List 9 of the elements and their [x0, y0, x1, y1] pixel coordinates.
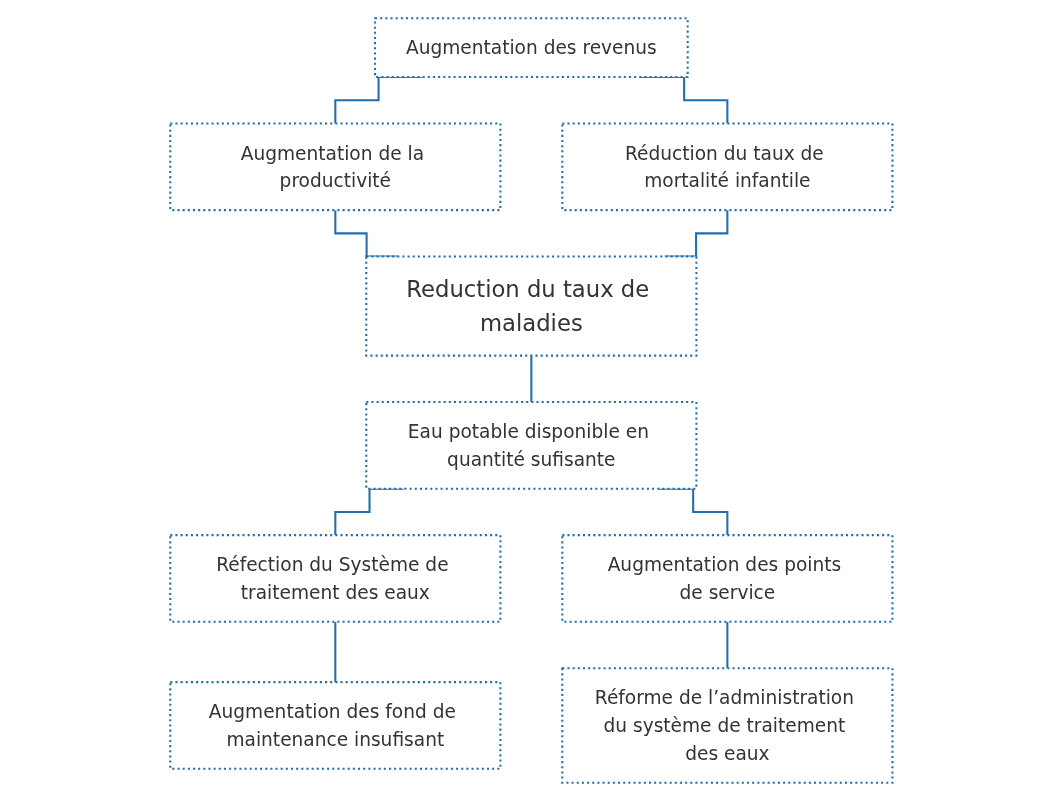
- node-box: Réduction du taux de mortalité infantile: [561, 122, 894, 212]
- node-box: Eau potable disponible en quantité sufisante: [365, 401, 698, 490]
- node-box: Augmentation des revenus: [374, 17, 689, 79]
- node-box: Reduction du taux de maladies: [365, 255, 698, 357]
- node-box: Réforme de l’administration du système de traitement des eaux: [561, 667, 894, 784]
- node-box: Augmentation de la productivité: [169, 122, 502, 212]
- node-box: Augmentation des fond de maintenance insufisant: [169, 681, 502, 770]
- node-box: Augmentation des points de service: [561, 534, 894, 623]
- node-box: Réfection du Système de traitement des eaux: [169, 534, 502, 623]
